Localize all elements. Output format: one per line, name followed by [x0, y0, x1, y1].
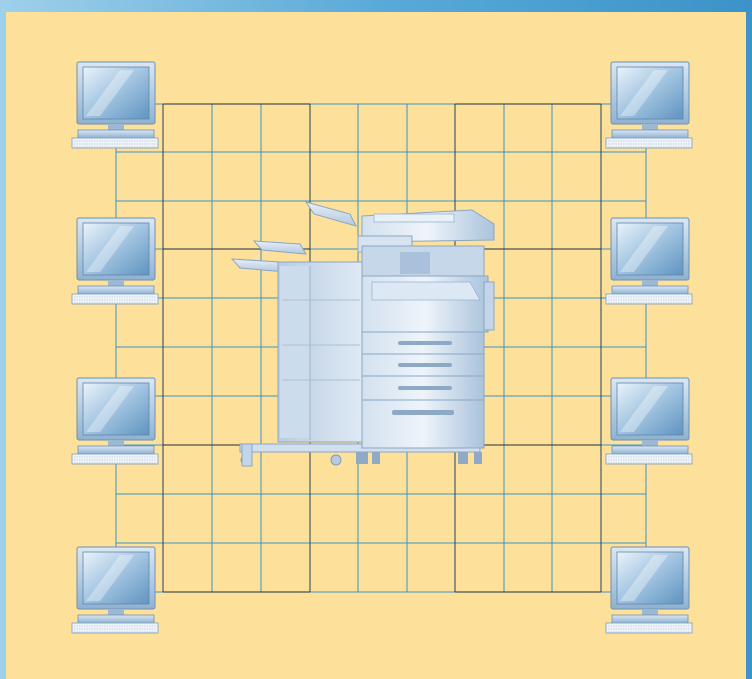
computer-icon	[72, 218, 158, 304]
computer-icon	[606, 218, 692, 304]
computer-icon	[72, 62, 158, 148]
computer-icon	[606, 62, 692, 148]
computer-icon	[606, 547, 692, 633]
computer-icon	[72, 547, 158, 633]
paper-drawers	[362, 332, 484, 448]
computer-icon	[72, 378, 158, 464]
computer-icon	[606, 378, 692, 464]
